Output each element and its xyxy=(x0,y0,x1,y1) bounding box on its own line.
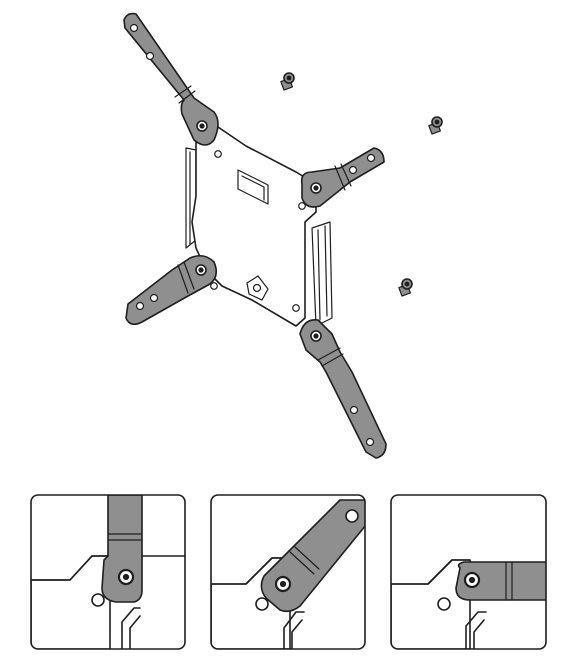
bracket-arm-bottom-right xyxy=(299,318,387,459)
screw-1 xyxy=(280,72,295,91)
main-assembly xyxy=(123,12,443,459)
bracket-arm-bottom-left xyxy=(125,254,218,326)
screw-2 xyxy=(428,116,443,135)
bracket-arm-top-left xyxy=(123,12,219,146)
detail-panel-horizontal-arm xyxy=(390,494,547,650)
bracket-arm-right xyxy=(300,147,385,208)
detail-panel-vertical-arm xyxy=(30,494,186,650)
center-mount-plate xyxy=(185,124,333,327)
screw-3 xyxy=(398,278,413,297)
detail-panel-diagonal-arm xyxy=(210,494,366,650)
